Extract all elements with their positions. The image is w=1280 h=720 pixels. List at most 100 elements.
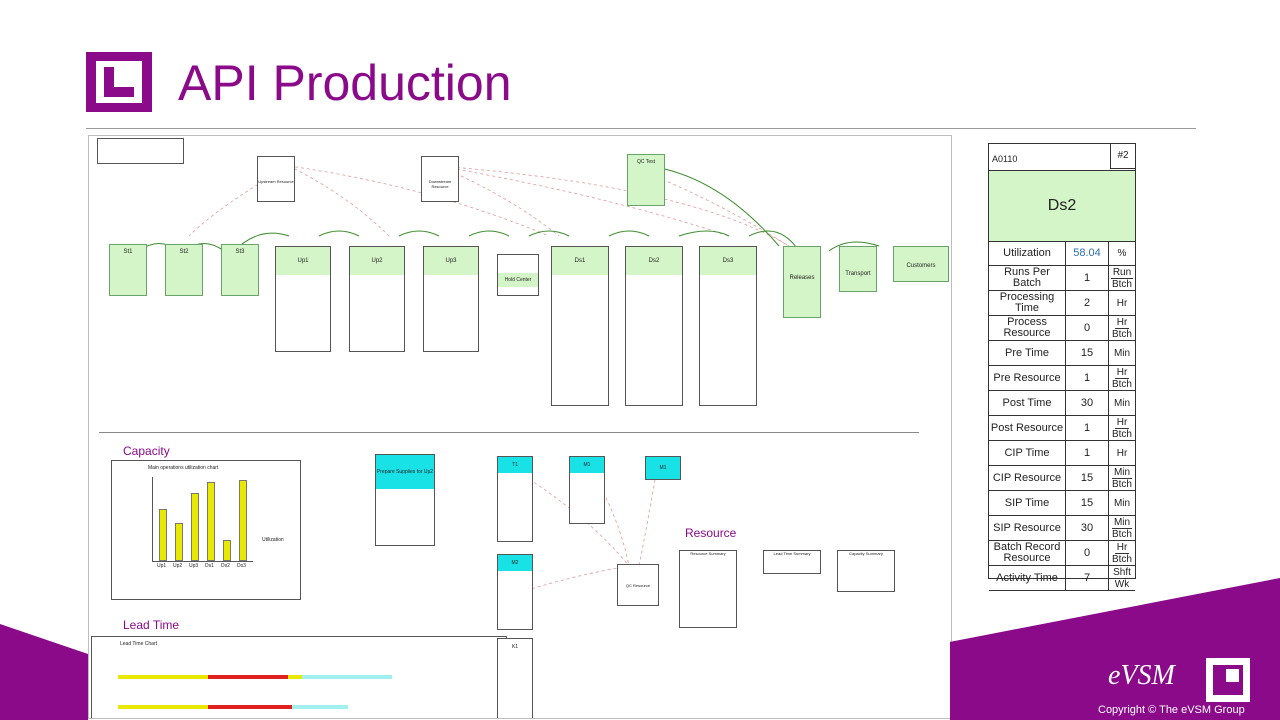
- chart-tick-label: Ds2: [221, 563, 230, 569]
- process-ds3[interactable]: Ds3: [699, 246, 757, 406]
- unit-bottom: Btch: [1111, 553, 1132, 565]
- panel-row-label: SIP Time: [989, 491, 1066, 515]
- vsm-canvas[interactable]: Upstream Resource Downstream Resource QC…: [88, 135, 952, 719]
- evsm-logo-mark: [86, 52, 152, 112]
- panel-row-unit: Min: [1109, 491, 1135, 515]
- capacity-chart-title: Main operations utilization chart: [148, 465, 219, 471]
- chart-tick-label: Ds3: [237, 563, 246, 569]
- capacity-chart-legend: Utilization: [262, 537, 284, 543]
- process-st3[interactable]: St3: [221, 244, 259, 296]
- process-st1[interactable]: St1: [109, 244, 147, 296]
- panel-row-label: Processing Time: [989, 291, 1066, 315]
- process-st2[interactable]: St2: [165, 244, 203, 296]
- panel-row-value[interactable]: 30: [1066, 391, 1109, 415]
- unit-bottom: Btch: [1111, 278, 1132, 290]
- gantt-bar: [208, 675, 288, 679]
- panel-row-value[interactable]: 58.04: [1066, 241, 1109, 265]
- process-releases[interactable]: Releases: [783, 246, 821, 318]
- process-hold-center[interactable]: Hold Center: [497, 254, 539, 296]
- panel-row-value[interactable]: 1: [1066, 416, 1109, 440]
- resource-t1[interactable]: T1: [497, 456, 533, 542]
- evsm-wordmark: eVSM: [1108, 660, 1175, 691]
- process-up1-label: Up1: [276, 247, 330, 275]
- process-transport[interactable]: Transport: [839, 246, 877, 292]
- panel-row-value[interactable]: 0: [1066, 541, 1109, 565]
- downstream-resource-label: Downstream Resource: [428, 179, 452, 189]
- resource-summary-box: Resource Summary: [679, 550, 737, 628]
- panel-row-label: Activity Time: [989, 566, 1066, 590]
- process-ds2[interactable]: Ds2: [625, 246, 683, 406]
- panel-tag: #2: [1110, 144, 1135, 169]
- panel-row-label: Pre Resource: [989, 366, 1066, 390]
- unit-top: Hr: [1114, 366, 1130, 379]
- unit-bottom: Btch: [1111, 378, 1132, 390]
- timeline: [99, 424, 919, 433]
- unit-top: Min: [1111, 516, 1133, 529]
- panel-row-unit: %: [1109, 241, 1135, 265]
- panel-row-value[interactable]: 0: [1066, 316, 1109, 340]
- process-up3[interactable]: Up3: [423, 246, 479, 352]
- resource-m1[interactable]: M1: [569, 456, 605, 524]
- process-st1-label: St1: [123, 249, 133, 255]
- chart-bar: [207, 482, 215, 561]
- prepare-supplies-box[interactable]: Prepare Supplies for Up2: [375, 454, 435, 546]
- left-brand-band: [0, 624, 88, 720]
- resource-m2[interactable]: M2: [497, 554, 533, 630]
- panel-row-value[interactable]: 30: [1066, 516, 1109, 540]
- panel-row-label: Batch Record Resource: [989, 541, 1066, 565]
- panel-row-label: Utilization: [989, 241, 1066, 265]
- unit-top: Shft: [1111, 566, 1133, 579]
- process-up1[interactable]: Up1: [275, 246, 331, 352]
- resource-m1-label: M1: [570, 457, 604, 473]
- qc-test-box[interactable]: QC Test: [627, 154, 665, 206]
- unit-top: Hr: [1114, 416, 1130, 429]
- panel-row-value[interactable]: 1: [1066, 266, 1109, 290]
- unit-bottom: Btch: [1111, 428, 1132, 440]
- panel-row-value[interactable]: 2: [1066, 291, 1109, 315]
- gantt-bar: [288, 675, 302, 679]
- gantt-bar: [208, 705, 292, 709]
- process-ds1[interactable]: Ds1: [551, 246, 609, 406]
- panel-code: A0110: [992, 154, 1018, 164]
- unit-top: Hr: [1114, 316, 1130, 329]
- chart-tick-label: Ds1: [205, 563, 214, 569]
- panel-row-value[interactable]: 1: [1066, 441, 1109, 465]
- panel-row-label: Pre Time: [989, 341, 1066, 365]
- resource-title: Resource: [685, 526, 737, 540]
- chart-tick-label: Up2: [173, 563, 183, 569]
- panel-row-label: Runs Per Batch: [989, 266, 1066, 290]
- customers-box[interactable]: Customers: [893, 246, 949, 282]
- resource-m1b[interactable]: M1: [645, 456, 681, 480]
- process-hold-center-label: Hold Center: [498, 273, 538, 287]
- unit-top: Hr: [1116, 297, 1128, 309]
- unit-top: Min: [1113, 497, 1131, 509]
- qc-test-label: QC Test: [637, 159, 655, 165]
- panel-row-value[interactable]: 15: [1066, 491, 1109, 515]
- unit-bottom: Btch: [1111, 478, 1132, 490]
- panel-row-value[interactable]: 1: [1066, 366, 1109, 390]
- panel-row-value[interactable]: 15: [1066, 466, 1109, 490]
- process-st2-label: St2: [179, 249, 189, 255]
- qc-resource-label: QC Resource: [625, 583, 651, 588]
- customers-label: Customers: [906, 263, 936, 269]
- panel-row-value[interactable]: 7: [1066, 566, 1109, 590]
- process-up2[interactable]: Up2: [349, 246, 405, 352]
- panel-row-unit: Hr: [1109, 291, 1135, 315]
- unit-top: Min: [1113, 397, 1131, 409]
- lead-time-chart: Lead Time Chart: [91, 636, 507, 718]
- panel-row-value[interactable]: 15: [1066, 341, 1109, 365]
- resource-k1[interactable]: K1: [497, 638, 533, 718]
- copyright-text: Copyright © The eVSM Group: [1098, 704, 1245, 716]
- qc-resource-box[interactable]: QC Resource: [617, 564, 659, 606]
